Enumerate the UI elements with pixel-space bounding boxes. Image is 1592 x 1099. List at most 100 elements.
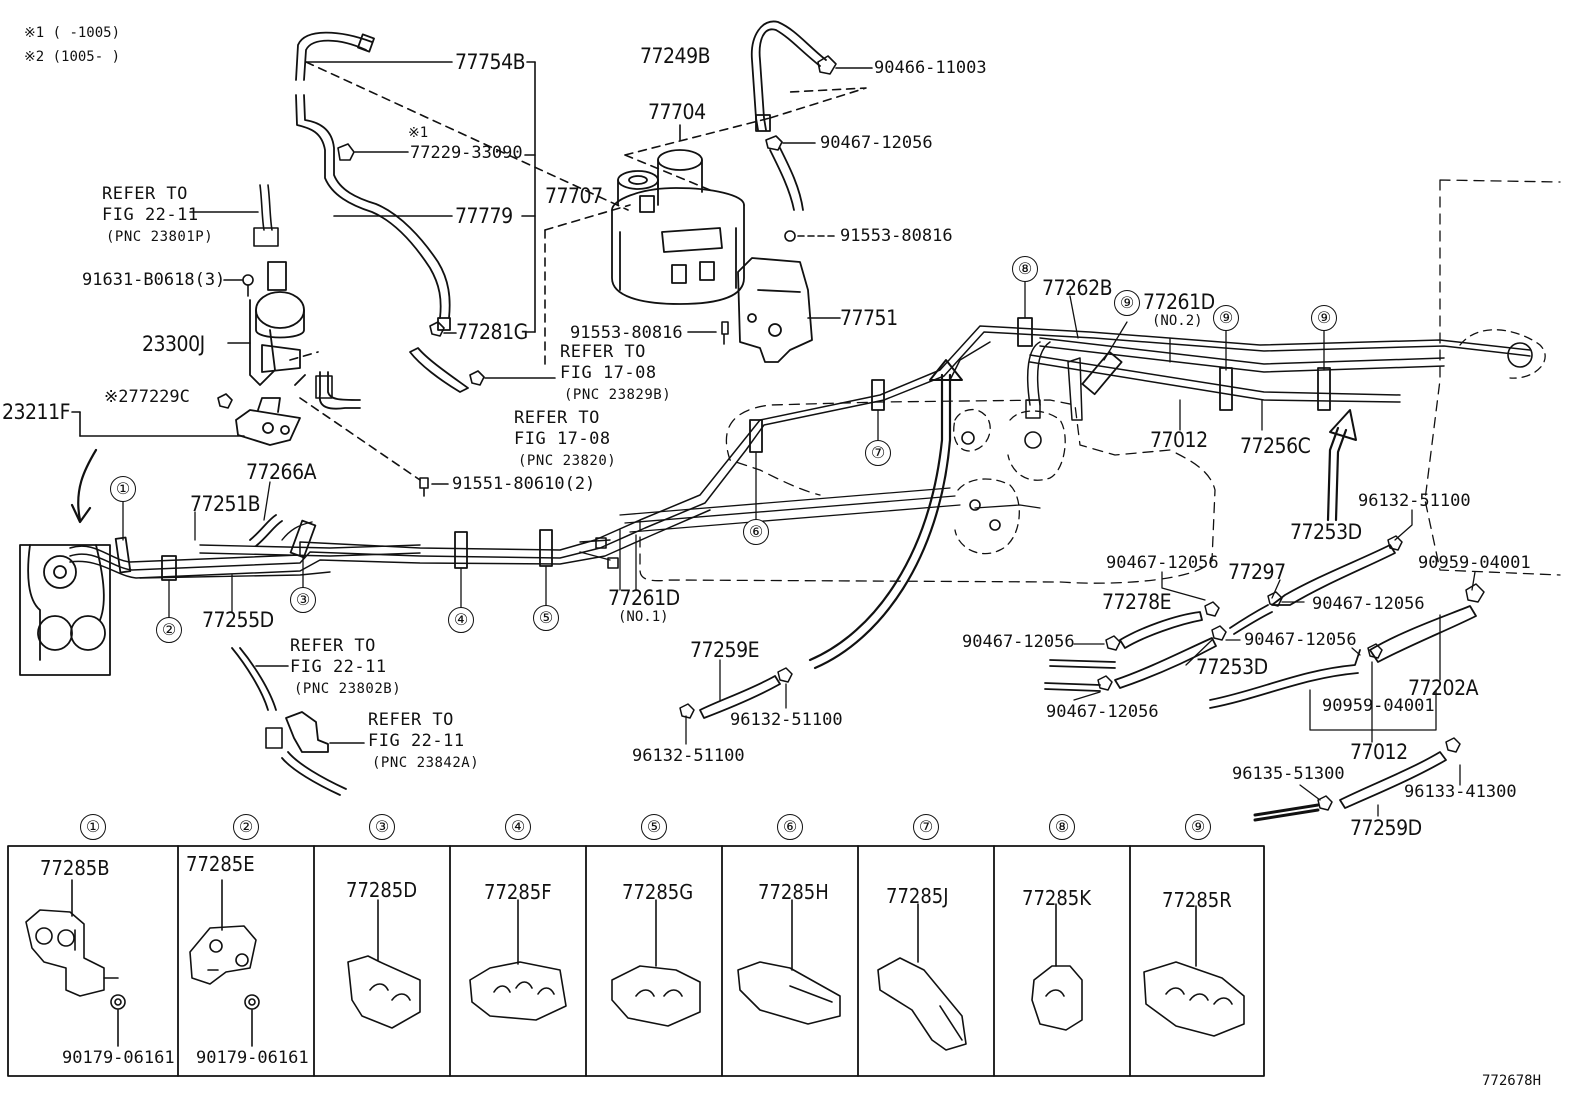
label-23300J: 23300J	[142, 332, 205, 356]
refer-2-line3: (PNC 23829B)	[564, 387, 672, 403]
bracket-23211F	[235, 397, 301, 446]
label-90959-04001-a: 90959-04001	[1418, 553, 1531, 573]
clamp-table-grid	[7, 845, 1265, 1077]
table-header-5: ⑤	[641, 814, 667, 840]
refer-5-line1: REFER TO	[368, 710, 454, 730]
label-77202A: 77202A	[1408, 676, 1479, 700]
refer-2-line2: FIG 17-08	[560, 363, 657, 383]
refer-4-line2: FIG 22-11	[290, 657, 387, 677]
clip-77281G	[429, 321, 445, 337]
table-header-1: ①	[80, 814, 106, 840]
table-cell-1-extra: 90179-06161	[62, 1048, 175, 1068]
label-77253D-b: 77253D	[1196, 655, 1268, 679]
label-77779: 77779	[455, 204, 513, 228]
table-header-3: ③	[369, 814, 395, 840]
table-header-4: ④	[505, 814, 531, 840]
label-77261D-no1-sub: (NO.1)	[618, 609, 669, 625]
hose-77754B	[295, 31, 375, 81]
label-77261D-no2-sub: (NO.2)	[1152, 313, 1203, 329]
table-header-6: ⑥	[777, 814, 803, 840]
refer-3-line3: (PNC 23820)	[518, 453, 617, 469]
clamp-marker-7: ⑦	[865, 440, 891, 466]
label-90959-04001-b: 90959-04001	[1322, 696, 1435, 716]
label-96132-51100-c: 96132-51100	[632, 746, 745, 766]
clamp-marker-9c: ⑨	[1311, 305, 1337, 331]
refer-1-line1: REFER TO	[102, 184, 188, 204]
table-cell-4-part: 77285F	[484, 880, 552, 904]
label-77012-b: 77012	[1350, 740, 1408, 764]
label-77261D-no2: 77261D	[1143, 290, 1215, 314]
clip-77229-33090	[337, 143, 355, 161]
label-77256C: 77256C	[1240, 434, 1311, 458]
clamp-marker-6: ⑥	[743, 519, 769, 545]
label-77297: 77297	[1228, 560, 1286, 584]
label-96132-51100-a: 96132-51100	[1358, 491, 1471, 511]
label-77266A: 77266A	[246, 460, 317, 484]
label-77281G: 77281G	[456, 320, 528, 344]
hose-77779	[295, 94, 451, 331]
table-cell-5-part: 77285G	[622, 880, 694, 904]
note-1: ※1 ( -1005)	[24, 25, 121, 41]
note-2: ※2 (1005- )	[24, 49, 121, 65]
label-23211F: 23211F	[2, 400, 70, 424]
clamp-marker-9a: ⑨	[1114, 290, 1140, 316]
figure-id: 772678H	[1482, 1073, 1542, 1089]
clamp-marker-3: ③	[290, 587, 316, 613]
table-cell-6-part: 77285H	[758, 880, 829, 904]
label-77229-33090: 77229-33090	[410, 143, 523, 163]
refer-1-line2: FIG 22-11	[102, 205, 199, 225]
label-91553-80816-a: 91553-80816	[840, 226, 953, 246]
label-77751: 77751	[840, 306, 898, 330]
table-header-8: ⑧	[1049, 814, 1075, 840]
clamp-drawings	[25, 879, 1245, 1051]
label-77229C: ※277229C	[104, 387, 190, 407]
table-cell-3-part: 77285D	[346, 878, 418, 902]
label-96133-41300: 96133-41300	[1404, 782, 1517, 802]
table-cell-7-part: 77285J	[886, 884, 949, 908]
clamp-leaders	[122, 279, 1325, 619]
label-90467-12056-d: 90467-12056	[962, 632, 1075, 652]
label-77259E: 77259E	[690, 638, 760, 662]
clamp-marker-5: ⑤	[533, 605, 559, 631]
label-77255D: 77255D	[202, 608, 274, 632]
refer-1-line3: (PNC 23801P)	[106, 229, 214, 245]
clamp-marker-1: ①	[110, 476, 136, 502]
refer-2-line1: REFER TO	[560, 342, 646, 362]
canister-77704	[611, 149, 745, 305]
table-cell-2-extra: 90179-06161	[196, 1048, 309, 1068]
label-77262B: 77262B	[1042, 276, 1113, 300]
refer-4-line1: REFER TO	[290, 636, 376, 656]
label-77278E: 77278E	[1102, 590, 1172, 614]
refer-4-line3: (PNC 23802B)	[294, 681, 402, 697]
label-91631-B0618: 91631-B0618(3)	[82, 270, 226, 290]
refer-5-line3: (PNC 23842A)	[372, 755, 480, 771]
label-90467-12056-e: 90467-12056	[1244, 630, 1357, 650]
label-77229-33090-mark: ※1	[408, 125, 429, 141]
table-header-2: ②	[233, 814, 259, 840]
hose-77281G-lower	[409, 347, 469, 393]
table-cell-2-part: 77285E	[186, 852, 255, 876]
label-90467-12056-c: 90467-12056	[1312, 594, 1425, 614]
vsv-23300J	[249, 261, 306, 386]
label-96135-51300: 96135-51300	[1232, 764, 1345, 784]
refer-5-line2: FIG 22-11	[368, 731, 465, 751]
label-91553-80816-b: 91553-80816	[570, 323, 683, 343]
table-cell-8-part: 77285K	[1022, 886, 1092, 910]
hose-77249B	[750, 20, 827, 211]
label-90467-12056-f: 90467-12056	[1046, 702, 1159, 722]
main-line-bundle	[69, 325, 1531, 579]
label-77704: 77704	[648, 100, 706, 124]
label-90466-11003: 90466-11003	[874, 58, 987, 78]
label-90467-12056-b: 90467-12056	[1106, 553, 1219, 573]
label-77259D: 77259D	[1350, 816, 1422, 840]
fuel-pump-area	[19, 544, 111, 676]
evap-hoses-right	[699, 544, 1477, 822]
table-cell-9-part: 77285R	[1162, 888, 1232, 912]
table-cell-1-part: 77285B	[40, 856, 110, 880]
clamp-marker-2: ②	[156, 617, 182, 643]
label-91551-80610: 91551-80610(2)	[452, 474, 596, 494]
label-77251B: 77251B	[190, 492, 261, 516]
label-77253D-a: 77253D	[1290, 520, 1362, 544]
label-77261D-no1: 77261D	[608, 586, 680, 610]
